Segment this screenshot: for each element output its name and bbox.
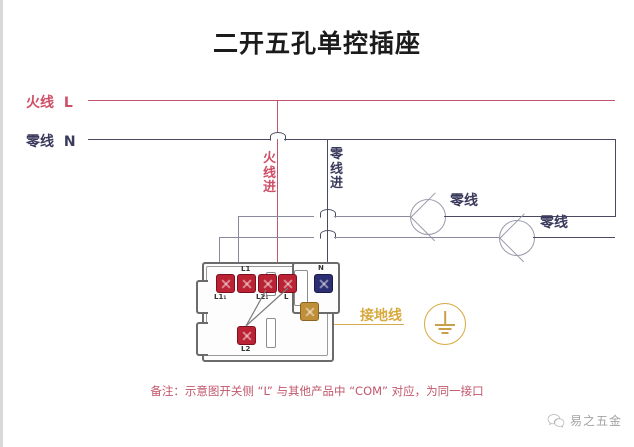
live-in-label-c1: 火 [262, 151, 276, 166]
left-edge-strip [0, 0, 3, 447]
lamp1-wire-right [334, 216, 410, 217]
neutral-bus-label-cn: 零线 [26, 134, 54, 150]
lamp-2-label: 零线 [540, 215, 568, 231]
terminal-N-label: N [318, 264, 324, 272]
terminal-L-label: L [284, 293, 289, 301]
switch-socket-device[interactable]: L1₁ L1 L2₁ L N L2 [196, 260, 348, 364]
lamp2-neutral-crossing-hop [320, 230, 336, 239]
neutral-in-label-c1: 零 [329, 147, 343, 162]
live-in-label-c3: 进 [262, 180, 276, 196]
neutral-bus-wire-left [88, 139, 270, 140]
watermark-text: 易之五金 [569, 414, 622, 428]
live-drop-wire-lower [277, 139, 278, 269]
lamp-2-icon [499, 213, 535, 263]
lamp2-wire-left [219, 237, 314, 238]
terminal-N[interactable] [314, 274, 333, 293]
terminal-earth[interactable] [300, 302, 319, 321]
lamp1-neutral-return-wire [444, 216, 615, 217]
neutral-drop-wire [327, 139, 328, 263]
terminal-L2-label: L2 [241, 345, 251, 353]
terminal-L2[interactable] [237, 326, 256, 345]
live-in-label: 火 线 进 [262, 151, 277, 196]
terminal-L2-1[interactable] [258, 274, 277, 293]
live-bus-label-cn: 火线 [26, 95, 54, 111]
terminal-L1-1[interactable] [216, 274, 235, 293]
lamp-1-label: 零线 [450, 193, 478, 209]
neutral-bus-label-symbol: N [63, 134, 76, 150]
neutral-in-label: 零 线 进 [329, 147, 344, 192]
ground-wire [318, 324, 404, 325]
terminal-L1-1-label: L1₁ [214, 293, 227, 301]
lamp2-riser-wire [219, 237, 220, 265]
live-in-label-c2: 线 [262, 165, 276, 181]
terminal-L1[interactable] [237, 274, 256, 293]
terminal-L2-1-label: L2₁ [256, 293, 269, 301]
wechat-icon [547, 413, 565, 428]
lamp1-riser-wire [238, 216, 239, 264]
live-bus-wire [88, 100, 615, 101]
neutral-live-crossing-hop [270, 132, 286, 141]
lamp2-wire-right [334, 237, 499, 238]
device-left-notch-top [196, 280, 208, 314]
footnote-text: 备注：示意图开关侧 “L” 与其他产品中 “COM” 对应，为同一接口 [150, 384, 484, 398]
neutral-in-label-c2: 线 [329, 161, 343, 177]
neutral-in-label-c3: 进 [329, 176, 343, 192]
terminal-L[interactable] [278, 274, 297, 293]
switch-bar-2 [266, 318, 276, 348]
lamp1-neutral-return-riser [615, 139, 616, 217]
neutral-bus-label: 零线 N [26, 131, 76, 151]
device-left-notch-bottom [196, 322, 208, 356]
page-title: 二开五孔单控插座 [212, 29, 421, 58]
earth-ground-icon [424, 303, 466, 345]
live-drop-wire-upper [277, 100, 278, 132]
lamp1-neutral-crossing-hop [320, 209, 336, 218]
ground-label: 接地线 [360, 308, 402, 324]
neutral-bus-wire-right [284, 139, 615, 140]
lamp2-neutral-return-wire [533, 237, 615, 238]
live-bus-label-symbol: L [63, 95, 73, 111]
terminal-L1-label: L1 [241, 265, 251, 273]
lamp-1-icon [410, 192, 446, 242]
live-bus-label: 火线 L [26, 92, 73, 112]
watermark: 易之五金 [547, 412, 622, 429]
lamp1-wire-left [238, 216, 314, 217]
